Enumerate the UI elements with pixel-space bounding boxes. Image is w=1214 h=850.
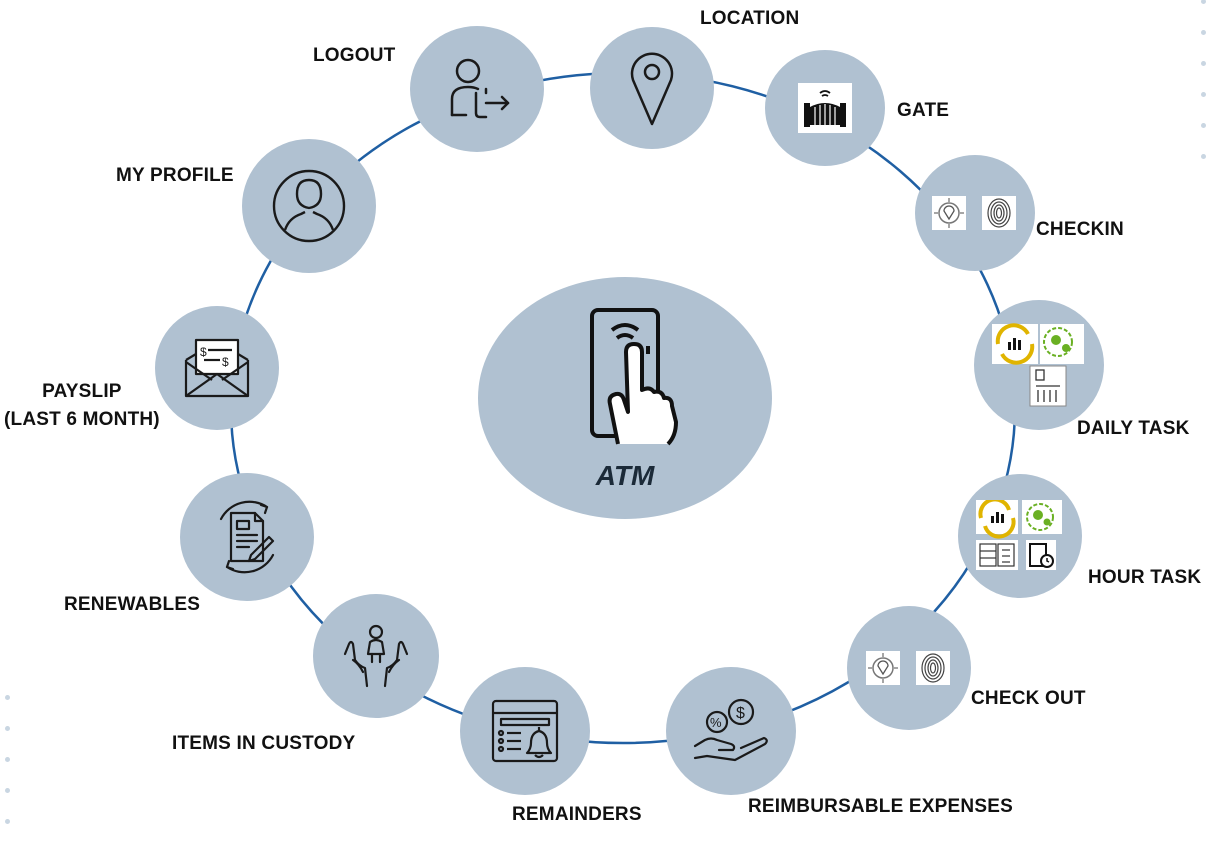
map-pin-icon (630, 52, 674, 126)
svg-text:$: $ (222, 355, 229, 369)
gate-label: GATE (897, 100, 950, 121)
hands-person-icon (343, 624, 409, 688)
renewables-node[interactable] (180, 473, 314, 601)
logout-node[interactable] (410, 26, 544, 152)
items-in-custody-node[interactable] (313, 594, 439, 718)
daily-task-label: DAILY TASK (1077, 418, 1190, 439)
payslip-node[interactable]: $ $ (155, 306, 279, 430)
my-profile-label: MY PROFILE (116, 165, 234, 186)
decorative-dots-top-right (1201, 0, 1206, 185)
svg-text:$: $ (736, 705, 745, 722)
timesheet-icon (976, 500, 1062, 570)
hand-money-icon: $ % (693, 698, 768, 762)
daily-task-node[interactable] (974, 300, 1104, 430)
decorative-dots-bottom-left (5, 695, 10, 850)
remainders-node[interactable] (460, 667, 590, 795)
svg-text:$: $ (200, 345, 207, 359)
renewables-label: RENEWABLES (64, 594, 201, 615)
fingerprint-touch-icon (590, 308, 678, 446)
reimbursable-expenses-node[interactable]: $ % (666, 667, 796, 795)
remainders-label: REMAINDERS (512, 804, 642, 825)
logout-label: LOGOUT (313, 45, 396, 66)
hour-task-label: HOUR TASK (1088, 567, 1202, 588)
envelope-money-icon: $ $ (184, 338, 250, 398)
items-in-custody-label: ITEMS IN CUSTODY (172, 733, 356, 754)
atm-center-node[interactable]: ATM (478, 277, 772, 519)
atm-label: ATM (595, 460, 655, 491)
location-label: LOCATION (700, 8, 800, 29)
payslip-label: PAYSLIP (LAST 6 MONTH) (4, 381, 160, 430)
project-tasks-icon (992, 323, 1084, 407)
document-renew-icon (219, 500, 275, 574)
location-node[interactable] (590, 27, 714, 149)
user-logout-icon (450, 58, 510, 119)
reminder-list-icon (491, 699, 559, 763)
my-profile-node[interactable] (242, 139, 376, 273)
fingerprint-scan-icon (932, 196, 1016, 230)
check-out-node[interactable] (847, 606, 971, 730)
reimbursable-expenses-label: REIMBURSABLE EXPENSES (748, 796, 1013, 817)
gate-icon (798, 83, 852, 133)
gate-node[interactable] (765, 50, 885, 166)
fingerprint-scan-icon (866, 651, 950, 685)
svg-text:%: % (710, 715, 722, 730)
user-circle-icon (272, 169, 346, 243)
check-out-label: CHECK OUT (971, 688, 1086, 709)
checkin-label: CHECKIN (1036, 219, 1124, 240)
checkin-node[interactable] (915, 155, 1035, 271)
hour-task-node[interactable] (958, 474, 1082, 598)
